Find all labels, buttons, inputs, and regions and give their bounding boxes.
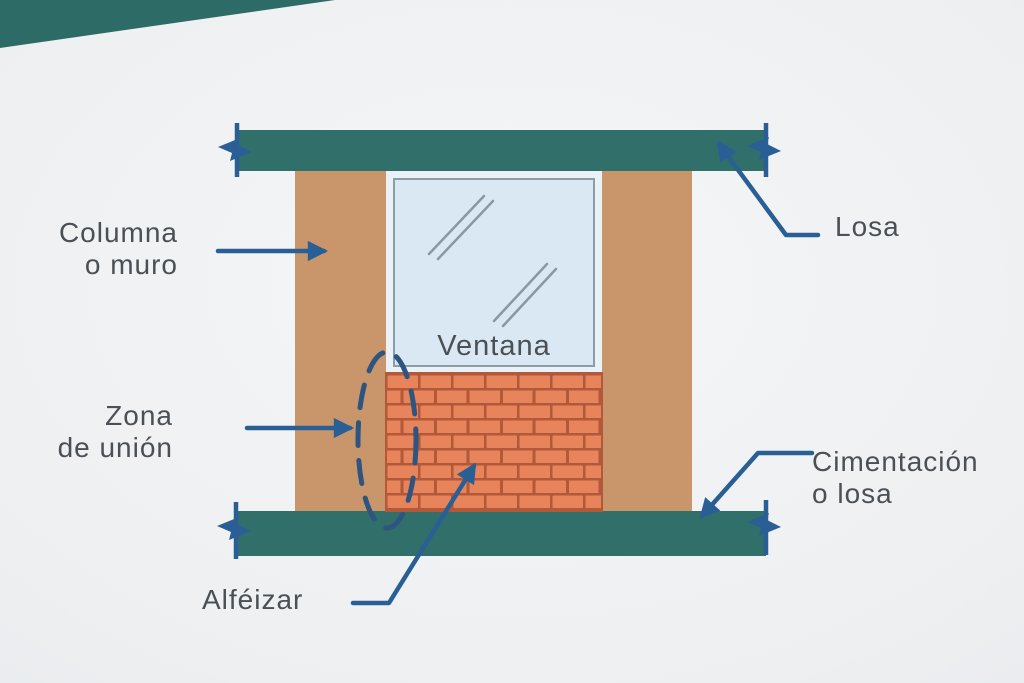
top-slab: [237, 130, 766, 171]
slab-end-marks: [217, 123, 781, 559]
brick-sill: [385, 372, 603, 512]
window-glass: [393, 178, 595, 367]
label-zona-line1: Zona: [105, 400, 173, 431]
right-column: [602, 171, 692, 511]
label-cimentacion-line1: Cimentación: [812, 446, 979, 477]
label-zona-de-union: Zona de unión: [58, 400, 173, 464]
slab-end-mark: [217, 502, 251, 559]
slab-end-mark: [747, 500, 781, 555]
slab-end-mark: [218, 123, 252, 177]
corner-accent-shape: [0, 0, 335, 48]
cimentacion-arrow: [699, 450, 815, 520]
label-alfeizar: Alféizar: [202, 584, 304, 615]
label-columna-line1: Columna: [58, 217, 178, 248]
label-ventana: Ventana: [437, 330, 551, 362]
left-column: [295, 171, 386, 511]
alfeizar-arrow: [350, 462, 477, 606]
slab-end-mark: [747, 123, 781, 177]
label-cimentacion-o-losa: Cimentación o losa: [812, 446, 979, 510]
label-columna-o-muro: Columna o muro: [59, 217, 178, 281]
label-columna-line2: o muro: [84, 249, 178, 280]
bottom-slab: [236, 511, 766, 556]
label-losa: Losa: [835, 211, 900, 242]
label-cimentacion-line2: o losa: [812, 478, 893, 509]
losa-arrow: [716, 140, 821, 238]
glass-reflection-lines: [427, 194, 558, 328]
union-zone-ellipse: [355, 349, 419, 531]
label-zona-line2: de unión: [57, 432, 173, 463]
